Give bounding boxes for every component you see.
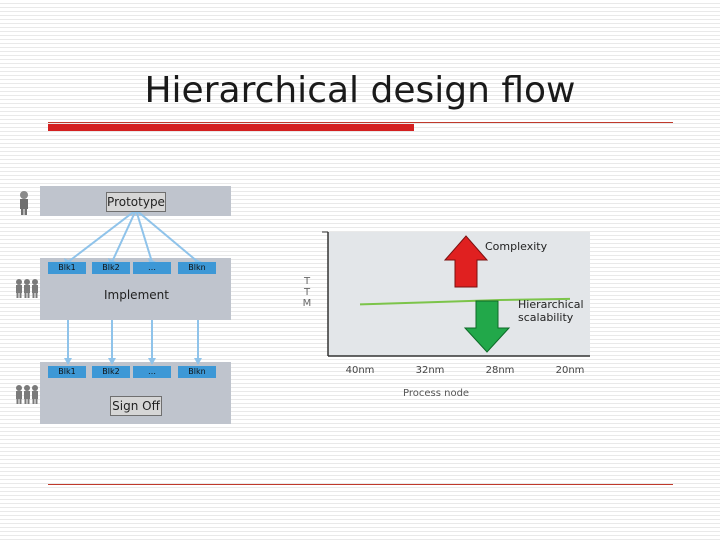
block-row1-n: Blkn xyxy=(178,262,216,274)
block-row1-2: Blk2 xyxy=(92,262,130,274)
slide-title: Hierarchical design flow xyxy=(144,70,576,111)
connector-proto-blk2 xyxy=(111,209,137,263)
complexity-up-arrow xyxy=(443,235,489,288)
title-rule-thick xyxy=(48,124,414,131)
arrowhead-5 xyxy=(64,358,72,365)
x-tick-label: 20nm xyxy=(556,365,585,376)
y-axis-label: T T M xyxy=(302,276,312,309)
x-tick-label: 32nm xyxy=(416,365,445,376)
people-group-icon xyxy=(16,385,38,404)
x-tick-label: 40nm xyxy=(346,365,375,376)
block-row2-n: Blkn xyxy=(178,366,216,378)
block-row2-2: Blk2 xyxy=(92,366,130,378)
title-rule-thin xyxy=(48,122,673,123)
series-line xyxy=(359,297,571,306)
block-row2-3: … xyxy=(133,366,171,378)
arrowhead-7 xyxy=(148,358,156,365)
block-row1-3: … xyxy=(133,262,171,274)
people-group-icon xyxy=(16,279,38,298)
connector-proto-blkn xyxy=(135,209,199,263)
complexity-label: Complexity xyxy=(485,240,548,253)
block-row2-1: Blk1 xyxy=(48,366,86,378)
x-axis-label: Process node xyxy=(403,388,470,399)
x-tick-label: 28nm xyxy=(486,365,515,376)
block-row1-1: Blk1 xyxy=(48,262,86,274)
arrowhead-6 xyxy=(108,358,116,365)
implement-label: Implement xyxy=(104,288,169,302)
connector-proto-blk1 xyxy=(67,209,137,263)
signoff-box: Sign Off xyxy=(110,396,162,416)
connector-proto-blk3 xyxy=(135,209,153,263)
scalability-down-arrow xyxy=(463,300,511,353)
person-icon xyxy=(20,191,28,215)
scalability-label: Hierarchical scalability xyxy=(518,298,584,324)
prototype-box: Prototype xyxy=(106,192,166,212)
arrowhead-8 xyxy=(194,358,202,365)
footer-rule xyxy=(48,484,673,485)
x-tick-labels: 40nm 32nm 28nm 20nm xyxy=(346,365,585,376)
